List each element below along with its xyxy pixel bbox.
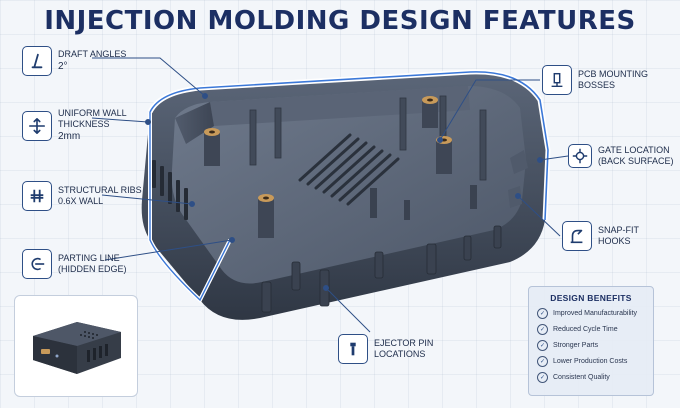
snap-fit-hooks: [508, 150, 528, 208]
benefit-item: ✓ Stronger Parts: [537, 340, 653, 351]
parting-line-label-2: (HIDDEN EDGE): [58, 264, 127, 274]
benefit-item: ✓ Improved Manufacturability: [537, 308, 653, 319]
check-icon: ✓: [537, 308, 548, 319]
snap-fit-label-2: HOOKS: [598, 236, 631, 246]
benefit-label: Stronger Parts: [553, 342, 599, 349]
structural-ribs-icon: [22, 181, 52, 211]
pcb-bosses-label-1: PCB MOUNTING: [578, 69, 649, 79]
mounting-boss-icon: [542, 65, 572, 95]
callout-draft-angles: DRAFT ANGLES 2°: [22, 46, 126, 76]
wall-thickness-icon: [22, 110, 52, 141]
benefit-label: Improved Manufacturability: [553, 310, 638, 317]
small-standoffs: [370, 185, 477, 220]
pcb-bosses-label-2: BOSSES: [578, 80, 616, 90]
gate-location-icon: [568, 144, 592, 168]
gate-location-label-2: (BACK SURFACE): [598, 156, 674, 166]
snap-fit-hook-icon: [562, 221, 592, 251]
design-benefits-title: DESIGN BENEFITS: [550, 293, 632, 303]
ejector-pins-label-1: EJECTOR PIN: [374, 338, 434, 348]
callout-ejector-pins: EJECTOR PIN LOCATIONS: [338, 334, 433, 364]
ejector-pins-label-2: LOCATIONS: [374, 349, 426, 359]
enclosure-left-wall: [175, 102, 214, 144]
benefit-item: ✓ Lower Production Costs: [537, 356, 653, 367]
draft-angle-icon: [22, 46, 52, 76]
floor-vent-grille: [298, 133, 400, 206]
check-icon: ✓: [537, 372, 548, 383]
callout-gate-location: GATE LOCATION (BACK SURFACE): [568, 144, 674, 168]
benefit-item: ✓ Reduced Cycle Time: [537, 324, 653, 335]
structural-ribs: [249, 95, 487, 181]
uniform-wall-value: 2mm: [58, 131, 81, 142]
draft-angles-value: 2°: [58, 61, 68, 72]
design-benefits-panel: DESIGN BENEFITS ✓ Improved Manufacturabi…: [528, 286, 654, 396]
structural-ribs-label-2: 0.6x WALL: [58, 196, 104, 206]
callout-structural-ribs: STRUCTURAL RIBS 0.6x WALL: [22, 181, 142, 211]
callout-snap-fit: SNAP-FIT HOOKS: [562, 221, 639, 251]
gate-location-label-1: GATE LOCATION: [598, 145, 670, 155]
callout-pcb-bosses: PCB MOUNTING BOSSES: [542, 65, 648, 95]
assembled-enclosure-image: [33, 322, 121, 374]
ejector-pins: [261, 225, 502, 313]
callout-parting-line: PARTING LINE (HIDDEN EDGE): [22, 249, 127, 279]
parting-line-label-1: PARTING LINE: [58, 253, 120, 263]
ejector-pin-icon: [338, 334, 368, 364]
check-icon: ✓: [537, 340, 548, 351]
page-title: INJECTION MOLDING DESIGN FEATURES: [44, 6, 636, 36]
uniform-wall-label-1: UNIFORM WALL: [58, 108, 127, 118]
parting-line-icon: [22, 249, 52, 279]
check-icon: ✓: [537, 324, 548, 335]
port-icon: [41, 349, 50, 354]
uniform-wall-label-2: THICKNESS: [58, 119, 110, 129]
benefit-label: Consistent Quality: [553, 374, 610, 381]
callout-uniform-wall: UNIFORM WALL THICKNESS 2mm: [22, 108, 127, 143]
draft-angles-label: DRAFT ANGLES: [58, 49, 127, 59]
snap-fit-label-1: SNAP-FIT: [598, 225, 640, 235]
leader-lines: [91, 57, 569, 333]
structural-ribs-label-1: STRUCTURAL RIBS: [58, 185, 142, 195]
assembled-product-inset: [14, 295, 138, 397]
mounting-bosses: [204, 96, 452, 238]
check-icon: ✓: [537, 356, 548, 367]
benefit-label: Reduced Cycle Time: [553, 326, 618, 333]
benefit-label: Lower Production Costs: [553, 358, 628, 365]
benefit-item: ✓ Consistent Quality: [537, 372, 653, 383]
side-vents: [152, 160, 188, 220]
